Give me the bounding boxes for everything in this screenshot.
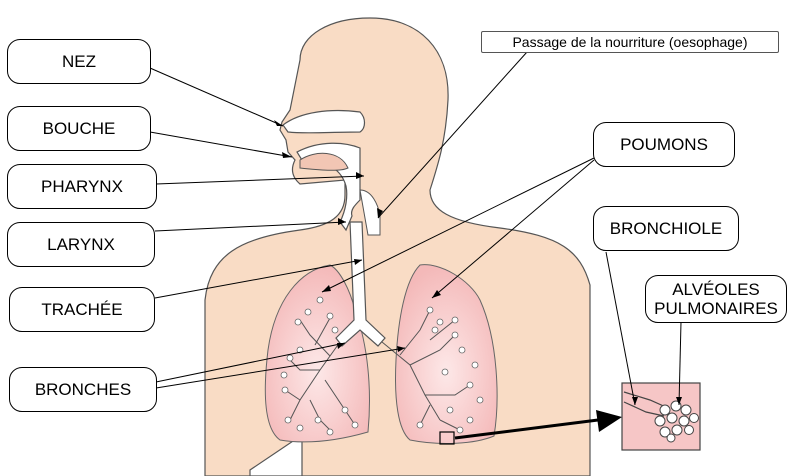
label-pharynx: PHARYNX [7,164,157,209]
bronchial-tree-right [381,309,471,431]
alveoli-dots [280,296,484,436]
magnify-source-box [439,431,455,445]
label-oesophage: Passage de la nourriture (oesophage) [481,31,779,53]
leader-arrowheads [274,120,682,405]
label-nez: NEZ [7,39,151,84]
label-bronchiole: BRONCHIOLE [593,206,739,251]
right-lung [395,264,498,444]
label-alveoles-line2: PULMONAIRES [654,299,778,318]
label-bouche: BOUCHE [7,106,151,151]
label-trachee: TRACHÉE [9,287,155,332]
label-bronches: BRONCHES [9,367,157,412]
alveoli-cluster-magnified [654,400,699,443]
magnify-arrow-line [454,418,599,440]
label-alveoles-pulmonaires: ALVÉOLES PULMONAIRES [645,275,787,323]
nasal-cavity [282,109,366,134]
tongue [299,152,349,171]
oesophagus [359,189,381,236]
label-alveoles-line1: ALVÉOLES [672,279,760,299]
label-poumons: POUMONS [593,122,735,167]
leader-lines [149,51,682,406]
label-larynx: LARYNX [7,222,155,267]
magnify-arrow-head [596,410,622,432]
